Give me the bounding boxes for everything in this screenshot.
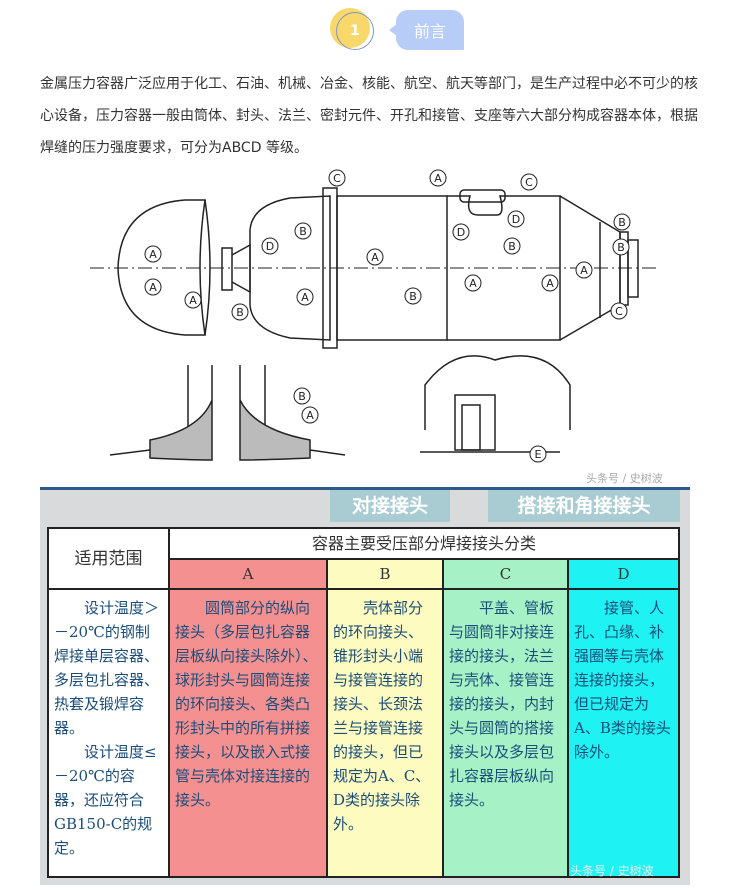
weld-label-marker	[231, 303, 249, 321]
weld-label: C	[525, 176, 533, 189]
section-title: 前言	[389, 10, 464, 50]
weld-label: B	[298, 390, 306, 403]
category-d-description: 接管、人孔、凸缘、补强圈等与壳体连接的接头，但已规定为A、B类的接头除外。	[567, 588, 680, 878]
category-c: C	[442, 558, 569, 590]
weld-label: E	[535, 448, 542, 461]
weld-label-marker	[575, 261, 593, 279]
weld-label-marker	[613, 213, 631, 231]
scope-header: 适用范围	[47, 527, 170, 590]
weld-label: A	[546, 277, 554, 290]
watermark-top: 头条号 / 史树波	[586, 472, 663, 485]
weld-label: B	[508, 240, 516, 253]
weld-label-marker	[452, 223, 470, 241]
group-header: 容器主要受压部分焊接接头分类	[168, 527, 680, 560]
callout-butt-joint: 对接接头	[330, 490, 450, 522]
weld-label-marker	[404, 287, 422, 305]
category-b: B	[326, 558, 444, 590]
category-a-description: 圆筒部分的纵向接头（多层包扎容器层板纵向接头除外）、球形封头与圆筒连接的环向接头…	[168, 588, 328, 878]
weld-label-marker	[144, 278, 162, 296]
weld-label-marker	[294, 222, 312, 240]
weld-label-marker	[464, 274, 482, 292]
watermark-bottom: 头条号 / 史树波	[570, 864, 654, 878]
weld-label-marker	[507, 210, 525, 228]
weld-label-marker	[503, 237, 521, 255]
weld-label-marker	[520, 173, 538, 191]
weld-label: B	[236, 306, 244, 319]
weld-label: A	[149, 248, 157, 261]
weld-label: A	[149, 281, 157, 294]
scope-text-1: 设计温度＞－20℃的钢制焊接单层容器、多层包扎容器、热套及锻焊容器。	[54, 599, 160, 737]
section-number: 1	[336, 12, 374, 50]
weld-label: B	[299, 225, 307, 238]
weld-label-marker	[612, 238, 630, 256]
category-b-description: 壳体部分的环向接头、锥形封头小端与接管连接的接头、长颈法兰与接管连接的接头，但已…	[326, 588, 444, 878]
weld-label: A	[189, 294, 197, 307]
weld-label-marker	[366, 248, 384, 266]
category-d: D	[567, 558, 680, 590]
weld-label: A	[580, 264, 588, 277]
weld-classification-table: 适用范围 容器主要受压部分焊接接头分类 A B C D 设计温度＞－20℃的钢制…	[47, 527, 680, 878]
weld-label-marker	[328, 169, 346, 187]
weld-label-marker	[184, 291, 202, 309]
weld-classification-table-image: 对接接头 搭接和角接接头 适用范围 容器主要受压部分焊接接头分类 A B C D…	[40, 487, 690, 885]
weld-label: A	[434, 172, 442, 185]
scope-text-2: 设计温度≤－20℃的容器，还应符合GB150-C的规定。	[54, 743, 157, 857]
weld-label-marker	[301, 406, 319, 424]
weld-label: B	[618, 216, 626, 229]
weld-label-marker	[261, 237, 279, 255]
weld-label: D	[512, 213, 520, 226]
scope-cell: 设计温度＞－20℃的钢制焊接单层容器、多层包扎容器、热套及锻焊容器。 设计温度≤…	[47, 588, 170, 878]
weld-label: C	[333, 172, 341, 185]
weld-label-marker	[529, 445, 547, 463]
weld-label: A	[306, 409, 314, 422]
weld-label-marker	[429, 169, 447, 187]
weld-label-marker	[144, 245, 162, 263]
weld-label: C	[615, 305, 623, 318]
weld-label: A	[469, 277, 477, 290]
weld-label-marker	[610, 302, 628, 320]
weld-label: A	[301, 291, 309, 304]
weld-label-marker	[541, 274, 559, 292]
category-a: A	[168, 558, 328, 590]
weld-label-marker	[296, 288, 314, 306]
category-c-description: 平盖、管板与圆筒非对接连接的接头，法兰与壳体、接管连接的接头，内封头与圆筒的搭接…	[442, 588, 569, 878]
weld-label: A	[371, 251, 379, 264]
callout-lap-corner-joint: 搭接和角接接头	[488, 490, 680, 522]
weld-label: D	[266, 240, 274, 253]
weld-label: D	[457, 226, 465, 239]
weld-label: B	[409, 290, 417, 303]
weld-label: B	[617, 241, 625, 254]
intro-paragraph: 金属压力容器广泛应用于化工、石油、机械、冶金、核能、航空、航天等部门，是生产过程…	[40, 76, 698, 156]
weld-label-marker	[293, 387, 311, 405]
